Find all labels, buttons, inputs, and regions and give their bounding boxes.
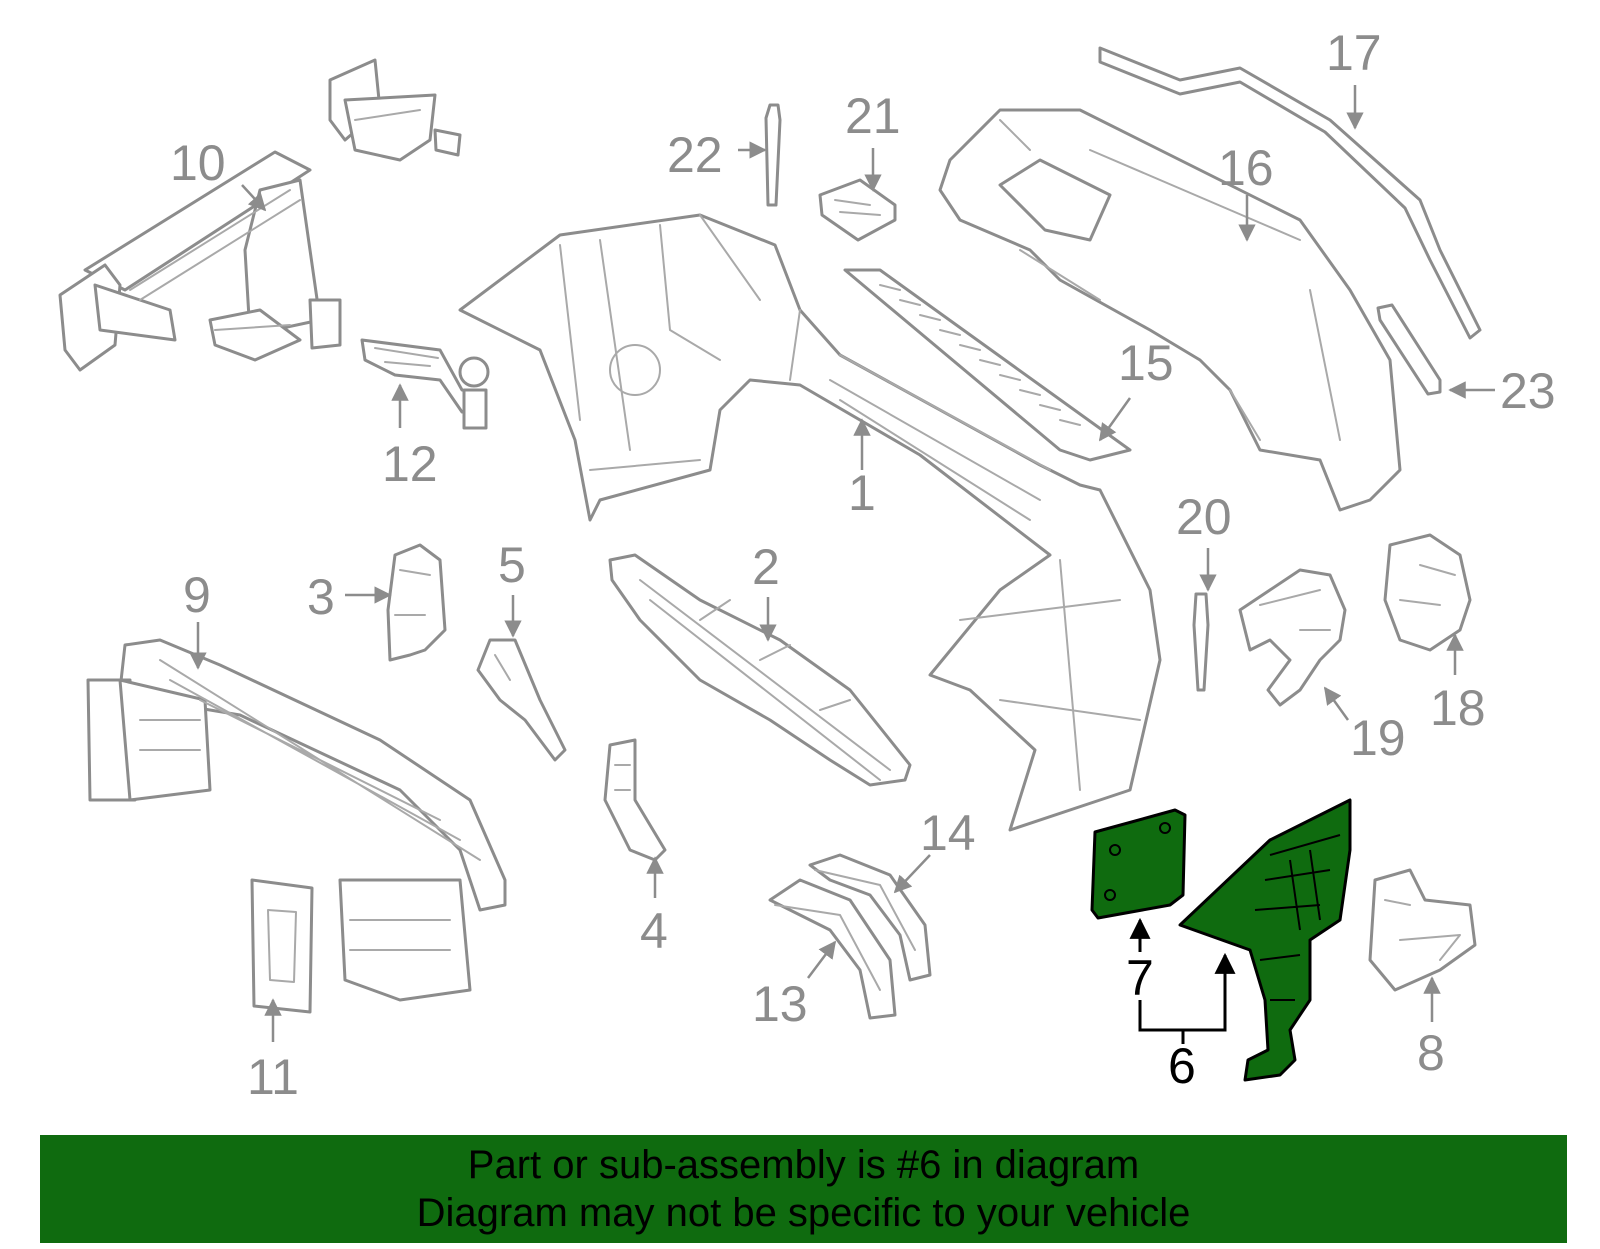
part-9-bumper-reinforcement [86,638,507,1002]
part-2-energy-absorber [608,553,912,787]
info-banner: Part or sub-assembly is #6 in diagram Di… [40,1135,1567,1243]
callout-18: 18 [1430,680,1486,736]
part-1-bumper-cover [458,213,1162,832]
callout-11: 11 [247,1049,299,1105]
part-23-small-strip [1376,303,1442,396]
callout-1: 1 [848,465,876,521]
callout-19: 19 [1350,710,1406,766]
callout-20: 20 [1176,489,1232,545]
part-20-pin [1192,592,1210,692]
callout-3: 3 [307,569,335,625]
part-5-bracket [476,638,567,762]
callout-22: 22 [667,127,723,183]
part-11-plate [250,878,314,1014]
part-6-highlighted-wheelhouse-panel [1178,798,1352,1082]
callout-16: 16 [1218,140,1274,196]
callout-2: 2 [752,539,780,595]
callout-labels: 10 12 22 21 1 15 16 17 23 9 11 3 5 4 2 1… [170,25,1556,1105]
callout-5: 5 [498,537,526,593]
part-10-tow-hitch-crossmember [58,58,462,372]
leader-lines [189,85,1495,1042]
part-16-bumper-upper [938,108,1402,512]
part-7-highlighted-plate [1090,808,1187,920]
callout-10: 10 [170,135,226,191]
part-15-reflector-strip [843,268,1132,462]
part-8-bracket [1368,868,1477,992]
part-19-bracket [1238,568,1347,707]
callout-12: 12 [382,436,438,492]
part-13-wheel-arch-liner [768,878,897,1020]
part-21-small-bracket [818,178,897,242]
callout-15: 15 [1118,335,1174,391]
banner-line-disclaimer: Diagram may not be specific to your vehi… [416,1191,1191,1235]
part-12-tow-ball-bracket [360,338,490,430]
part-14-wheel-arch-liner [808,853,932,982]
callout-21: 21 [845,88,901,144]
callout-17: 17 [1326,25,1382,81]
banner-line-part-number: Part or sub-assembly is #6 in diagram [467,1143,1140,1187]
leader-lines-highlighted [1129,917,1236,1044]
part-3-bracket [386,543,447,662]
callout-4: 4 [640,903,668,959]
callout-9: 9 [183,567,211,623]
callout-23: 23 [1500,363,1556,419]
callout-6: 6 [1168,1038,1196,1094]
callout-13: 13 [752,976,808,1032]
callout-7: 7 [1126,950,1154,1006]
part-4-bracket [603,738,667,862]
part-17-trim-strip [1098,46,1482,340]
part-22-rod [764,103,782,207]
part-18-bracket [1383,533,1472,652]
callout-8: 8 [1417,1025,1445,1081]
callout-14: 14 [920,805,976,861]
